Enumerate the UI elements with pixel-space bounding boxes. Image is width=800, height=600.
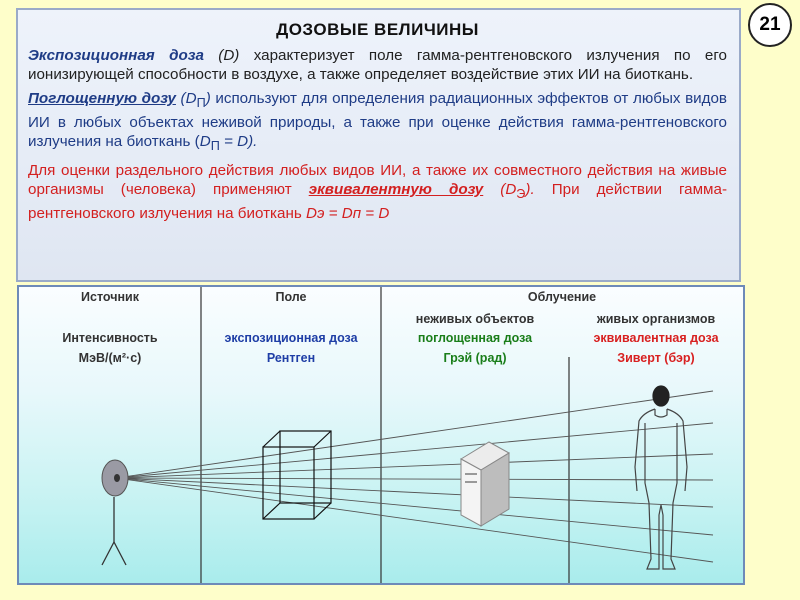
symbol-de-sub: Э	[516, 187, 526, 202]
header-source: Источник	[81, 290, 139, 304]
term-exposure-dose: Экспозиционная доза	[28, 47, 204, 64]
term-equivalent-dose: эквивалентную дозу	[308, 181, 484, 199]
header-field: Поле	[275, 290, 307, 304]
symbol-dp-sub: П	[196, 96, 206, 111]
label-sievert-unit: Зиверт (бэр)	[617, 351, 695, 365]
text-panel: ДОЗОВЫЕ ВЕЛИЧИНЫ Экспозиционная доза (D)…	[16, 8, 741, 282]
symbol-dp-close: )	[205, 90, 211, 107]
eq-dp: D	[199, 133, 211, 151]
label-exposure-dose: экспозиционная доза	[224, 331, 358, 345]
computer-tower-icon	[460, 441, 510, 527]
slide-number-badge: 21	[748, 3, 792, 47]
label-intensity: Интенсивность	[62, 331, 158, 345]
label-equivalent-dose: эквивалентная доза	[593, 331, 719, 345]
label-roentgen: Рентген	[266, 351, 316, 365]
label-gray-unit: Грэй (рад)	[443, 351, 507, 365]
eq-de: Dэ = Dп = D	[306, 205, 390, 223]
header-irradiation: Облучение	[527, 290, 597, 304]
symbol-de-close: ).	[525, 181, 535, 199]
eq-dp-rest: = D).	[219, 133, 258, 151]
paragraph-exposure-text: характеризует поле гамма-рентгеновского …	[28, 47, 727, 83]
slide-title: ДОЗОВЫЕ ВЕЛИЧИНЫ	[276, 20, 479, 39]
human-figure-icon	[634, 385, 688, 570]
paragraph-exposure-dose: Экспозиционная доза (D) характеризует по…	[28, 46, 727, 84]
paragraph-equivalent-dose: Для оценки раздельного действия любых ви…	[28, 161, 727, 223]
label-absorbed-dose: поглощенная доза	[417, 331, 533, 345]
radiation-rays	[115, 390, 714, 563]
cube-icon	[262, 430, 332, 520]
label-living-organisms: живых организмов	[596, 312, 716, 326]
term-absorbed-dose: Поглощенную дозу	[28, 90, 176, 107]
symbol-d: (D)	[218, 47, 240, 64]
symbol-dp-open: (D	[175, 90, 197, 107]
diagram-drawing	[101, 287, 714, 583]
paragraph-absorbed-dose: Поглощенную дозу (DП) используют для опр…	[28, 89, 727, 156]
paragraph-equivalent-mid: При действии гамма-рентгеновского излуче…	[28, 181, 728, 223]
paragraph-absorbed-text: используют для определения радиационных …	[28, 90, 728, 151]
label-nonliving-objects: неживых объектов	[415, 312, 535, 326]
label-intensity-unit: МэВ/(м²·с)	[78, 351, 142, 365]
eq-dp-sub: П	[210, 139, 220, 154]
paragraph-equivalent-lead: Для оценки раздельного действия любых ви…	[28, 162, 727, 199]
diagram-panel: Источник Интенсивность МэВ/(м²·с) Поле э…	[17, 285, 745, 585]
source-icon	[101, 459, 129, 566]
symbol-de-open: (D	[483, 181, 517, 199]
